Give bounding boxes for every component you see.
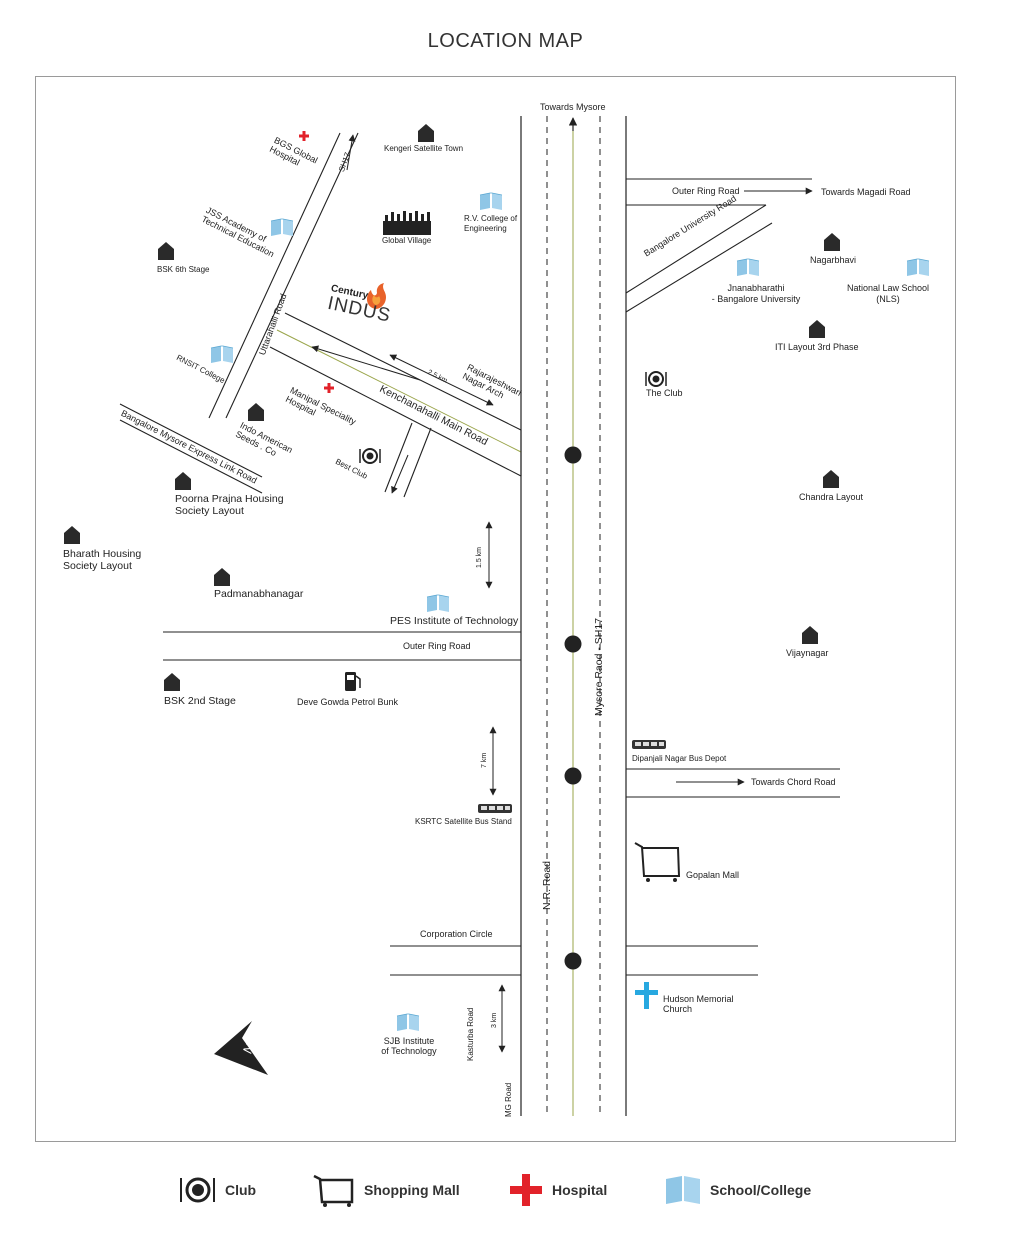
shopping-mall-icon <box>313 1174 354 1207</box>
kasturba-road-label: Kasturba Road <box>466 1007 475 1061</box>
distance-label-4: 3 km <box>491 1012 498 1028</box>
outer-ring-road-mid <box>163 631 521 661</box>
nls-school-icon <box>906 258 930 277</box>
chandra-house-icon <box>823 470 839 488</box>
compass-icon: N <box>214 1021 268 1075</box>
legend-item-club: Club <box>177 1170 256 1210</box>
vijaynagar-label: Vijaynagar <box>786 648 829 658</box>
corporation-circle-road <box>390 945 758 976</box>
uttarahalli-road <box>208 132 359 419</box>
chord-road <box>626 768 840 798</box>
nr-road-label: N.R. Road <box>541 860 553 910</box>
indo-american-house-icon <box>248 403 264 421</box>
bharath-house-icon <box>64 526 80 544</box>
vijaynagar-house-icon <box>802 626 818 644</box>
legend-label-hospital: Hospital <box>552 1182 608 1198</box>
bharath-label: Bharath Housing <box>63 548 142 560</box>
poorna-label: Poorna Prajna Housing <box>175 493 284 505</box>
express-link-road <box>119 403 263 494</box>
junction-marker <box>564 767 582 785</box>
junction-marker <box>564 952 582 970</box>
legend-item-shopping-mall: Shopping Mall <box>312 1170 460 1210</box>
project-logo-icon <box>366 283 386 309</box>
poorna-house-icon <box>175 472 191 490</box>
towards-mysore-label: Towards Mysore <box>540 102 606 112</box>
mg-road-label: MG Road <box>504 1082 513 1117</box>
legend-label-school: School/College <box>710 1182 812 1198</box>
hospital-icon <box>510 1174 542 1206</box>
jnanabharathi-school-icon <box>736 258 760 277</box>
distance-label-2: 1.5 km <box>476 546 483 568</box>
sjb-label-2: of Technology <box>381 1046 437 1056</box>
bsk2-label: BSK 2nd Stage <box>164 695 236 707</box>
padmanabhanagar-label: Padmanabhanagar <box>214 588 304 600</box>
the-club-icon <box>645 371 667 387</box>
bgs-hospital-icon <box>299 131 309 141</box>
corporation-circle-label: Corporation Circle <box>420 929 493 939</box>
jnanabharathi-label-2: - Bangalore University <box>711 294 801 304</box>
manipal-hospital-icon <box>324 383 334 393</box>
gopalan-cart-icon <box>634 842 681 882</box>
nagarbhavi-house-icon <box>824 233 840 251</box>
global-village-icon <box>383 211 431 235</box>
outer-ring-road-top-label: Outer Ring Road <box>672 186 740 196</box>
legend-label-shopping-mall: Shopping Mall <box>364 1182 460 1198</box>
mysore-road-label: Mysore Raod - SH17 <box>593 617 605 716</box>
map-frame <box>35 76 956 1142</box>
hudson-label: Hudson Memorial <box>663 994 734 1004</box>
kenchanahalli-road <box>269 312 522 498</box>
nagarbhavi-label: Nagarbhavi <box>810 255 857 265</box>
gopalan-mall-label: Gopalan Mall <box>686 870 740 880</box>
junction-marker <box>564 446 582 464</box>
padmanabha-house-icon <box>214 568 230 586</box>
petrol-pump-icon <box>345 672 361 691</box>
pes-school-icon <box>426 594 450 613</box>
iti-house-icon <box>809 320 825 338</box>
map-title: LOCATION MAP <box>427 30 584 52</box>
hudson-label-2: Church <box>663 1004 693 1014</box>
rv-school-icon <box>479 192 503 211</box>
sjb-school-icon <box>396 1013 420 1032</box>
club-icon <box>180 1177 215 1203</box>
jnanabharathi-label: Jnanabharathi <box>727 283 785 293</box>
jss-school-icon <box>270 218 294 237</box>
poorna-label-2: Society Layout <box>175 505 244 517</box>
best-club-icon <box>359 448 381 464</box>
bsk6-house-icon <box>158 242 174 260</box>
the-club-label: The Club <box>646 388 683 398</box>
chandra-layout-label: Chandra Layout <box>799 492 864 502</box>
distance-label-3: 7 km <box>481 752 488 768</box>
outer-ring-road-top <box>625 178 813 313</box>
map-legend: Club Shopping Mall Hospital School/Colle… <box>0 1170 1011 1220</box>
rv-college-label: R.V. College of Engineering <box>464 214 518 233</box>
dipanjali-label: Dipanjali Nagar Bus Depot <box>632 754 727 763</box>
sjb-label: SJB Institute <box>383 1036 435 1046</box>
bharath-label-2: Society Layout <box>63 560 132 572</box>
bsk2-house-icon <box>164 673 180 691</box>
global-village-label: Global Village <box>382 236 432 245</box>
pes-label: PES Institute of Technology <box>390 615 519 627</box>
legend-item-hospital: Hospital <box>508 1170 607 1210</box>
legend-label-club: Club <box>225 1182 257 1198</box>
outer-ring-road-mid-label: Outer Ring Road <box>403 641 471 651</box>
ksrtc-bus-icon <box>478 804 512 813</box>
rnsit-school-icon <box>210 345 234 364</box>
ksrtc-label: KSRTC Satellite Bus Stand <box>415 817 512 826</box>
nls-label: National Law School <box>846 283 930 293</box>
church-icon <box>635 982 658 1009</box>
bsk6-label: BSK 6th Stage <box>157 265 210 274</box>
legend-item-school: School/College <box>664 1170 811 1210</box>
school-icon <box>666 1176 700 1204</box>
iti-layout-label: ITI Layout 3rd Phase <box>775 342 859 352</box>
kengeri-label: Kengeri Satellite Town <box>384 144 464 153</box>
dipanjali-bus-icon <box>632 740 666 749</box>
towards-chord-label: Towards Chord Road <box>751 777 836 787</box>
nls-label-2: (NLS) <box>876 294 900 304</box>
junction-marker <box>564 635 582 653</box>
kengeri-house-icon <box>418 124 434 142</box>
towards-magadi-label: Towards Magadi Road <box>821 187 911 197</box>
deve-gowda-label: Deve Gowda Petrol Bunk <box>297 697 399 707</box>
mysore-road <box>520 116 627 1116</box>
